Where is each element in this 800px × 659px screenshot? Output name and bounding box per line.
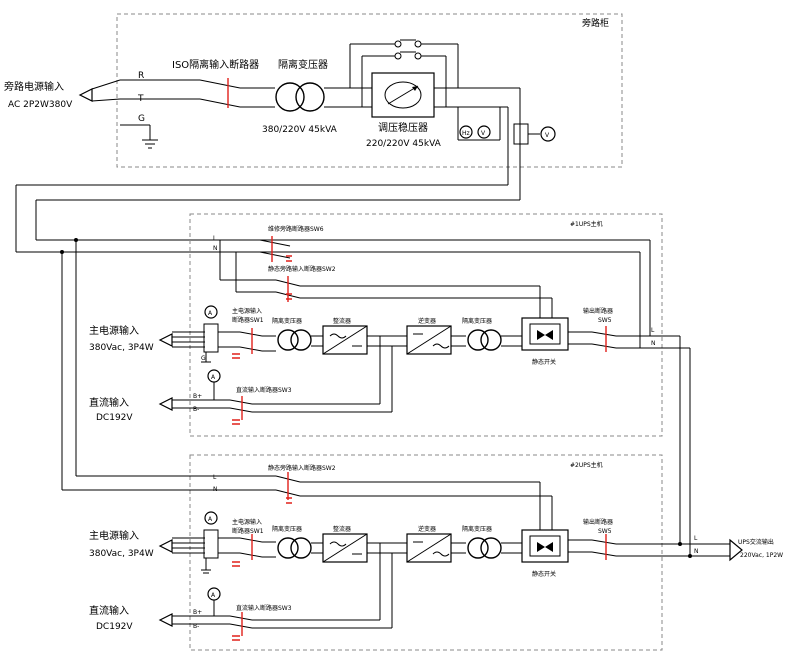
bypass-cabinet-title: 旁路柜 <box>582 17 609 29</box>
ups1-l-label: L <box>213 235 217 242</box>
bypass-feed-wires <box>15 184 650 490</box>
bypass-input-label: 旁路电源输入 <box>4 80 64 93</box>
ups1-out-breaker-id: SW5 <box>598 317 612 324</box>
ups1-b-plus: B+ <box>193 393 202 400</box>
ups1-b-minus: B- <box>193 406 199 413</box>
phase-r-label: R <box>138 71 144 81</box>
volt-meter <box>477 125 491 139</box>
ups2-out-transformer-coil-2 <box>480 537 502 559</box>
ups1-out-transformer-coil-1 <box>467 329 489 351</box>
ups1-main-arrow <box>158 333 173 347</box>
ups2-frame <box>189 454 663 651</box>
ups2-b-plus: B+ <box>193 609 202 616</box>
ups2-b-minus: B- <box>193 623 199 630</box>
hz-meter <box>459 125 473 139</box>
ups1-n-label: N <box>213 245 218 252</box>
ups2-unit: #2UPS主机 L N 静态旁路输入断路器SW2 主电源输入 380Vac, 3… <box>62 336 730 651</box>
ups2-out-breaker-id: SW5 <box>598 528 612 535</box>
ups1-out-l: L <box>651 327 655 334</box>
ups2-in-transformer-coil-1 <box>277 537 299 559</box>
ups1-dc-arrow <box>158 397 173 411</box>
volt-meter-label: V <box>481 130 486 137</box>
output-volt-meter-label: V <box>545 132 550 139</box>
ups2-static-switch-label: 静态开关 <box>532 570 556 578</box>
iso-transformer-spec: 380/220V 45kVA <box>262 125 338 135</box>
ups2-ct-block <box>203 529 219 559</box>
ups1-rectifier-label: 整流器 <box>333 317 351 325</box>
ups2-l-label: L <box>213 474 217 481</box>
ups2-inverter-label: 逆变器 <box>418 525 436 533</box>
iso-transformer-coil-2 <box>295 82 325 112</box>
bypass-cabinet: 旁路柜 旁路电源输入 AC 2P2W380V R T G ISO隔离输入断路器 … <box>4 13 623 200</box>
ground-label: G <box>138 114 145 124</box>
ups2-out-n: N <box>694 548 699 555</box>
ups1-unit: #1UPS主机 L N 维修旁路断路器SW6 静态旁路输入断路器SW2 主电源输… <box>89 213 690 437</box>
ups1-in-transformer-label: 隔离变压器 <box>272 317 302 325</box>
ups2-static-switch <box>521 529 569 563</box>
ups1-dc-breaker-label: 直流输入断路器SW3 <box>236 386 292 394</box>
ups1-dc-spec: DC192V <box>96 413 133 423</box>
ups2-ammeter <box>204 511 218 525</box>
ups2-dc-breaker-label: 直流输入断路器SW3 <box>236 604 292 612</box>
ups1-dc-input-label: 直流输入 <box>89 396 129 409</box>
ups1-main-breaker-label-2: 断路器SW1 <box>232 316 264 324</box>
ups1-static-switch-label: 静态开关 <box>532 358 556 366</box>
ups1-out-transformer-label: 隔离变压器 <box>462 317 492 325</box>
ups1-main-breaker-label-1: 主电源输入 <box>232 307 262 315</box>
ups1-ammeter-label: A <box>208 310 213 317</box>
output-arrow <box>729 538 743 562</box>
ups1-main-spec: 380Vac, 3P4W <box>89 343 154 353</box>
ups2-main-breaker-label-2: 断路器SW1 <box>232 527 264 535</box>
ups2-out-transformer-label: 隔离变压器 <box>462 525 492 533</box>
iso-transformer-coil-1 <box>275 82 305 112</box>
ups1-frame <box>189 213 663 437</box>
ups2-dc-input-label: 直流输入 <box>89 604 129 617</box>
hz-meter-label: Hz <box>462 130 470 137</box>
ups2-out-l: L <box>694 535 698 542</box>
ups1-ammeter <box>204 305 218 319</box>
ups1-maint-bypass-label: 维修旁路断路器SW6 <box>268 225 324 233</box>
ups2-title: #2UPS主机 <box>570 461 603 469</box>
ups2-out-transformer-coil-1 <box>467 537 489 559</box>
ups1-ground-label: G <box>201 355 206 362</box>
bypass-cabinet-frame <box>116 13 623 168</box>
ups2-dc-arrow <box>158 613 173 627</box>
ups1-static-bypass-label: 静态旁路输入断路器SW2 <box>268 265 336 273</box>
regulator-spec: 220/220V 45kVA <box>366 139 442 149</box>
output-spec: 220Vac, 1P2W <box>740 552 783 559</box>
ups1-inverter-label: 逆变器 <box>418 317 436 325</box>
ups2-dc-spec: DC192V <box>96 622 133 632</box>
ups1-main-input-label: 主电源输入 <box>89 324 139 337</box>
ups1-title: #1UPS主机 <box>570 220 603 228</box>
ups1-out-n: N <box>651 340 656 347</box>
ups2-ammeter-label: A <box>208 516 213 523</box>
ups2-dc-ammeter-label: A <box>211 592 216 599</box>
ups2-in-transformer-label: 隔离变压器 <box>272 525 302 533</box>
ups2-out-breaker-label: 输出断路器 <box>583 518 613 526</box>
bypass-input-arrow <box>78 88 93 102</box>
ups2-main-input-label: 主电源输入 <box>89 529 139 542</box>
ups1-in-transformer-coil-2 <box>290 329 312 351</box>
output-label: UPS交流输出 <box>738 538 774 546</box>
regulator-label: 调压稳压器 <box>378 121 428 134</box>
ups1-out-breaker-label: 输出断路器 <box>583 307 613 315</box>
ups2-main-spec: 380Vac, 3P4W <box>89 549 154 559</box>
ups2-in-transformer-coil-2 <box>290 537 312 559</box>
ups1-static-switch <box>521 317 569 351</box>
iso-breaker-label: ISO隔离输入断路器 <box>172 58 259 71</box>
ups1-in-transformer-coil-1 <box>277 329 299 351</box>
output-volt-meter <box>540 126 556 142</box>
ups1-ct-block <box>203 323 219 353</box>
ups2-rectifier-label: 整流器 <box>333 525 351 533</box>
ups1-dc-ammeter-label: A <box>211 374 216 381</box>
ups2-static-bypass-label: 静态旁路输入断路器SW2 <box>268 464 336 472</box>
ups1-out-transformer-coil-2 <box>480 329 502 351</box>
ups-output: UPS交流输出 220Vac, 1P2W <box>729 538 783 562</box>
ups2-main-breaker-label-1: 主电源输入 <box>232 518 262 526</box>
iso-transformer-label: 隔离变压器 <box>278 58 328 71</box>
bypass-input-spec: AC 2P2W380V <box>8 100 73 110</box>
ups2-main-arrow <box>158 539 173 553</box>
